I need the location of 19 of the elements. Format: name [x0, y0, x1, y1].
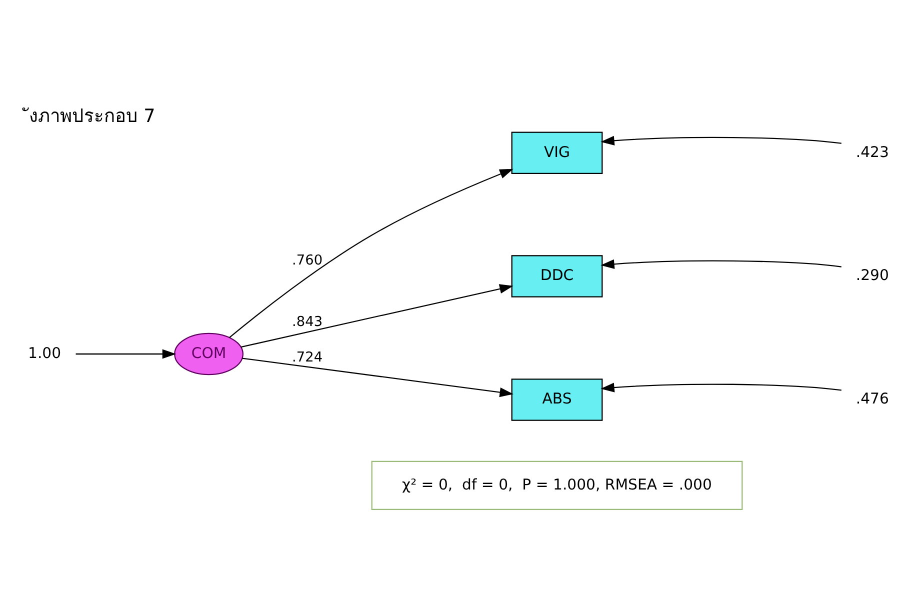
- arrow: [240, 284, 513, 348]
- node-text: 1.00: [28, 344, 61, 362]
- arrow: [600, 382, 841, 392]
- node-text: .476: [855, 390, 888, 408]
- arrow: [228, 168, 513, 338]
- node-box: ABS: [510, 378, 602, 421]
- node-box: χ² = 0, df = 0, P = 1.000, RMSEA = .000: [370, 460, 742, 510]
- arrow: [600, 259, 841, 269]
- node-text: .423: [855, 142, 888, 161]
- node-text: .290: [855, 266, 888, 284]
- arrow: [75, 349, 176, 359]
- arrow: [242, 358, 513, 398]
- edge-label: .760: [292, 252, 322, 268]
- node-box: DDC: [510, 255, 602, 298]
- edge-label: .724: [292, 350, 322, 366]
- edge-label: .843: [292, 314, 322, 330]
- node-ellipse: COM: [174, 332, 243, 376]
- arrow: [600, 136, 841, 146]
- node-box: VIG: [510, 132, 602, 174]
